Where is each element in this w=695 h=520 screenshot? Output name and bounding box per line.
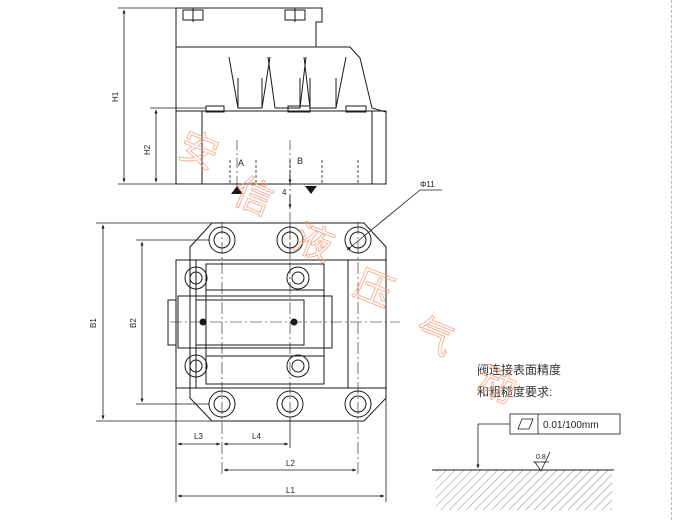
note-line-1: 阀连接表面精度 [477, 362, 561, 377]
watermark-char-5: 气 [408, 309, 460, 364]
flatness-value: 0.01/100mm [543, 420, 599, 431]
watermark-char-4: 压 [348, 261, 400, 316]
dim-h2: H2 [143, 144, 152, 155]
height-dimensions [118, 7, 206, 185]
hole-callout-leader [346, 189, 442, 251]
flatness-frame [476, 413, 621, 469]
dim-b1: B1 [89, 318, 98, 328]
dim-l1: L1 [286, 486, 295, 495]
dim-l2: L2 [286, 459, 295, 468]
dim-l3: L3 [194, 432, 203, 441]
note-line-2: 和粗糙度要求: [477, 384, 552, 399]
plan-view [167, 222, 387, 422]
width-dimensions [96, 222, 212, 422]
watermark-char-1: 安 [173, 123, 225, 178]
dim-l4: L4 [252, 432, 261, 441]
dim-h1: H1 [111, 91, 120, 102]
hole-callout: Φ11 [420, 180, 435, 189]
port-a-label: A [238, 158, 244, 168]
plan-centerlines [170, 222, 400, 474]
port-markers [231, 170, 317, 209]
dim-b2: B2 [129, 318, 138, 328]
length-dimensions [175, 388, 387, 502]
watermark-char-2: 信 [228, 169, 280, 224]
hatched-surface [436, 470, 612, 510]
front-view [175, 7, 387, 260]
roughness-value: 0.8 [536, 454, 546, 461]
page-border [671, 0, 673, 520]
small-dim-label: 4 [282, 188, 287, 197]
port-b-label: B [297, 156, 303, 166]
